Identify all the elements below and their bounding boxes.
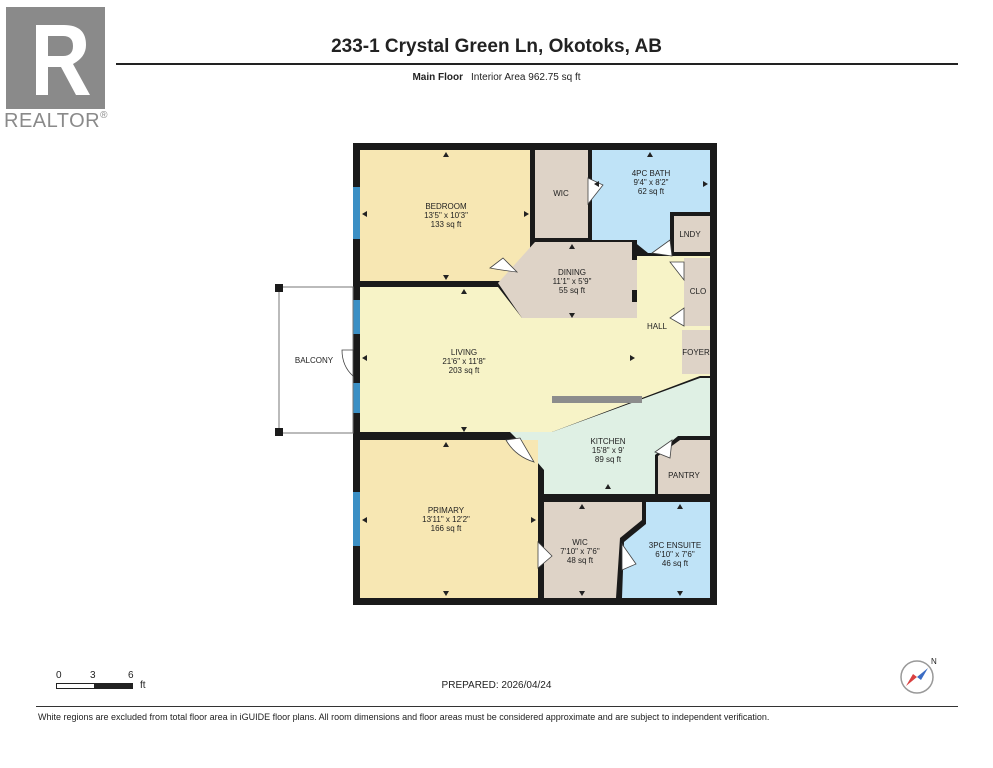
room-wic-bottom xyxy=(544,502,642,598)
door-bath xyxy=(650,239,673,257)
door-ensuite xyxy=(621,542,637,571)
window-bedroom xyxy=(353,187,360,239)
scale-bar-graphic xyxy=(56,683,133,689)
room-primary xyxy=(360,440,538,598)
room-kitchen xyxy=(510,378,710,494)
door-swings xyxy=(341,177,685,571)
label-balcony: BALCONY xyxy=(294,356,334,365)
title-divider xyxy=(116,63,958,65)
compass-label: N xyxy=(931,657,937,666)
wall-stub xyxy=(632,240,637,260)
room-closet xyxy=(684,258,710,326)
room-living xyxy=(360,287,700,432)
label-closet: CLO xyxy=(689,287,707,296)
room-3pc-ensuite xyxy=(622,502,710,598)
room-dining xyxy=(498,242,637,318)
label-hall: HALL xyxy=(646,322,668,331)
door-bedroom xyxy=(489,257,519,273)
realtor-logo-mark xyxy=(6,7,105,109)
window-living-bottom xyxy=(353,383,360,413)
window-living-top xyxy=(353,300,360,334)
scale-tick-0: 0 xyxy=(56,670,62,681)
door-primary xyxy=(505,437,535,463)
room-wic-top xyxy=(535,150,588,238)
disclaimer: White regions are excluded from total fl… xyxy=(38,712,770,722)
realtor-logo-text: REALTOR® xyxy=(4,110,108,132)
room-4pc-bath xyxy=(592,150,710,212)
room-4pc-bath-lower xyxy=(592,212,670,253)
door-balcony xyxy=(341,349,354,377)
dimension-markers xyxy=(362,152,708,596)
scale-unit: ft xyxy=(140,680,146,691)
footer-divider xyxy=(36,706,958,707)
kitchen-counter xyxy=(552,396,642,403)
scale-tick-6: 6 xyxy=(128,670,134,681)
prepared-date: PREPARED: 2026/04/24 xyxy=(441,680,552,691)
door-clo-bottom xyxy=(669,307,685,327)
label-wic-top: WIC xyxy=(553,189,569,198)
door-pantry xyxy=(654,439,673,459)
wall-stub xyxy=(632,290,637,302)
room-foyer xyxy=(682,330,710,374)
floor-subtitle: Main Floor Interior Area 962.75 sq ft xyxy=(0,72,993,83)
door-wic-top xyxy=(587,177,604,206)
balcony xyxy=(278,286,354,434)
door-clo-top xyxy=(669,261,685,282)
scale-tick-3: 3 xyxy=(90,670,96,681)
balcony-post xyxy=(275,428,283,436)
room-laundry xyxy=(674,216,710,252)
floor-name: Main Floor xyxy=(412,72,464,83)
interior-area: Interior Area 962.75 sq ft xyxy=(471,72,581,83)
balcony-post xyxy=(275,284,283,292)
door-wic-bottom xyxy=(537,541,553,569)
room-pantry xyxy=(658,440,710,494)
label-laundry: LNDY xyxy=(679,230,701,239)
window-primary xyxy=(353,492,360,546)
label-foyer: FOYER xyxy=(682,348,710,357)
compass-icon: N xyxy=(900,657,937,694)
label-pantry: PANTRY xyxy=(668,471,700,480)
page-title: 233-1 Crystal Green Ln, Okotoks, AB xyxy=(331,36,662,57)
